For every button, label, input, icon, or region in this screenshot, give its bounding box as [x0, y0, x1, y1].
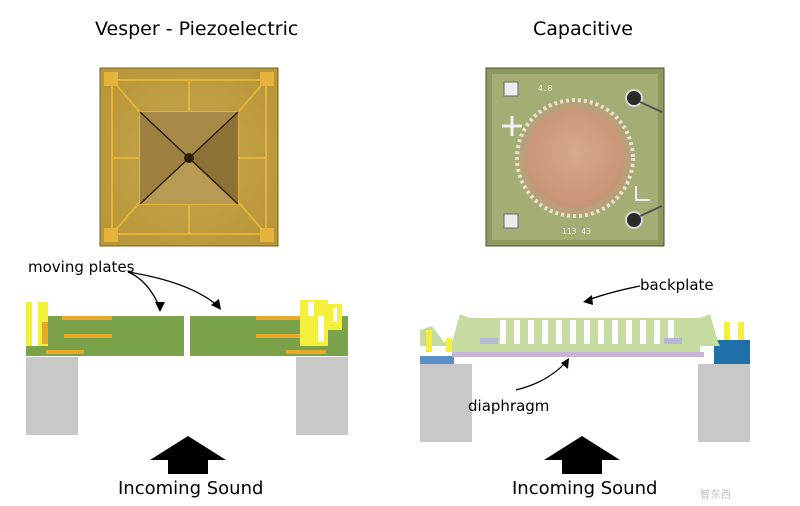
piezo-cross-section — [26, 271, 348, 474]
diaphragm-label: diaphragm — [468, 397, 550, 415]
capacitive-title: Capacitive — [533, 18, 634, 40]
chip-mark-top: 4.8 — [538, 84, 553, 93]
moving-plates-label: moving plates — [28, 258, 135, 276]
incoming-sound-right-label: Incoming Sound — [512, 478, 658, 499]
diaphragm — [452, 352, 704, 357]
sound-arrow-left — [150, 436, 226, 474]
capacitive-chip-photo — [485, 67, 665, 247]
piezo-chip-photo — [99, 67, 279, 247]
chip-mark-bottom: 113 43 — [562, 227, 591, 236]
capacitive-cross-section — [420, 285, 750, 474]
watermark-logo: 智东西 — [700, 490, 732, 501]
sound-arrow-right — [544, 436, 620, 474]
backplate-label: backplate — [640, 276, 714, 294]
piezo-title: Vesper - Piezoelectric — [95, 18, 299, 40]
incoming-sound-left-label: Incoming Sound — [118, 478, 264, 499]
